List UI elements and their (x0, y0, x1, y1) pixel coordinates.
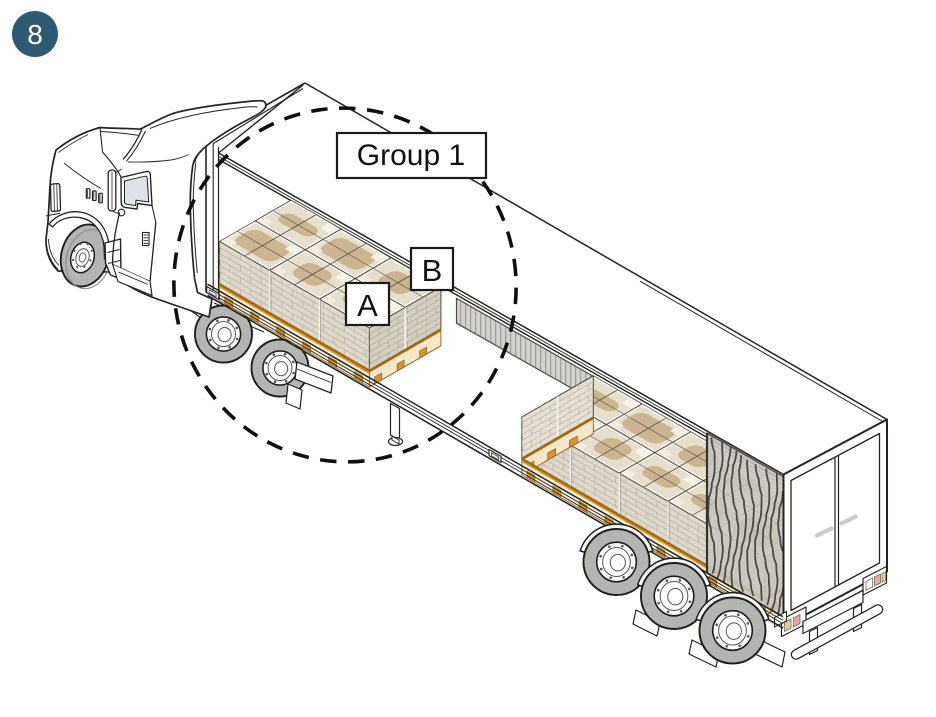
svg-text:B: B (422, 253, 443, 288)
svg-text:Group 1: Group 1 (357, 139, 465, 172)
svg-text:8: 8 (27, 19, 43, 50)
svg-text:A: A (357, 288, 378, 323)
